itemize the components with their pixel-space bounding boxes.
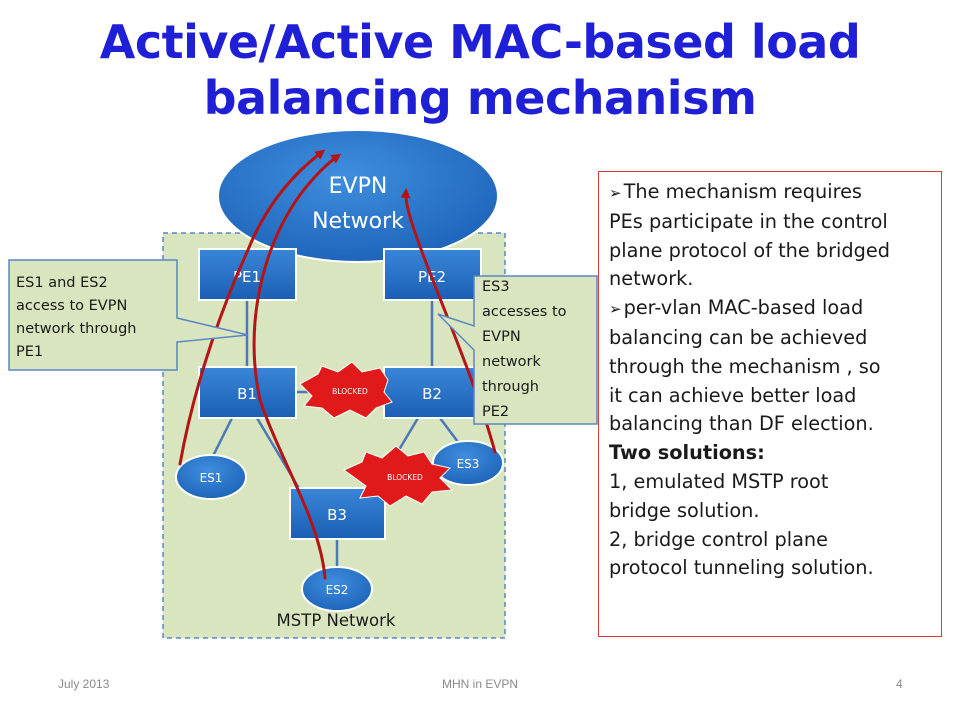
callout-right-line-1: ES3 (482, 279, 510, 295)
es2-node: ES2 (301, 566, 373, 612)
bullet-2-line-3: through the mechanism , so (609, 354, 881, 378)
bullet-2-line-5: balancing than DF election. (609, 412, 874, 436)
link-b1-es1 (211, 417, 234, 457)
es3-node: ES3 (432, 440, 504, 486)
solutions-heading: Two solutions: (609, 441, 765, 465)
callout-right-line-2: accesses to (482, 304, 567, 320)
bullet-1-line-2: PEs participate in the control (609, 209, 888, 233)
blocked-marker-b2-b3: BLOCKED (343, 445, 454, 507)
footer-date: July 2013 (58, 677, 110, 691)
bullet-1-line-3: plane protocol of the bridged (609, 238, 890, 262)
es1-access-path (178, 149, 326, 466)
solution-line-2: bridge solution. (609, 498, 760, 522)
bullet-arrow-icon: ➢ (609, 184, 622, 202)
bullet-1-line-1: The mechanism requires (623, 180, 862, 203)
evpn-network-cloud (217, 129, 499, 263)
bullet-2-line-2: balancing can be achieved (609, 325, 868, 349)
callout-left-line-3: network through (16, 321, 136, 337)
blocked-marker-b1-b2: BLOCKED (299, 361, 393, 419)
callout-right-line-6: PE2 (482, 404, 509, 420)
blocked-label-2: BLOCKED (387, 473, 423, 482)
b1-node: B1 (198, 366, 297, 419)
es1-label: ES1 (200, 471, 223, 485)
b2-label: B2 (422, 385, 442, 403)
solution-line-4: protocol tunneling solution. (609, 556, 874, 580)
callout-left-line-4: PE1 (16, 344, 43, 360)
callout-right-line-5: through (482, 379, 539, 395)
evpn-cloud-label-line-2: Network (312, 209, 404, 234)
explanation-box: ➢The mechanism requires PEs participate … (598, 171, 942, 637)
b3-node: B3 (289, 487, 386, 540)
solution-line-1: 1, emulated MSTP root (609, 469, 829, 493)
footer-page-number: 4 (896, 677, 903, 691)
callout-left-line-2: access to EVPN (16, 298, 127, 314)
bullet-arrow-icon: ➢ (609, 300, 622, 319)
callout-left-line-1: ES1 and ES2 (16, 275, 108, 291)
bullet-1: ➢The mechanism requires PEs participate … (609, 178, 933, 294)
b3-label: B3 (327, 506, 347, 524)
bullet-2-line-1: per-vlan MAC-based load (623, 296, 864, 320)
es3-label: ES3 (457, 457, 480, 471)
b2-node: B2 (383, 366, 482, 419)
evpn-cloud-label-line-1: EVPN (329, 174, 388, 199)
bullet-1-line-4: network. (609, 267, 694, 291)
mstp-network-label: MSTP Network (277, 611, 396, 630)
callout-right-line-4: network (482, 354, 541, 370)
pe2-node: PE2 (383, 248, 482, 301)
solution-line-3: 2, bridge control plane (609, 527, 828, 551)
callout-left: ES1 and ES2 access to EVPN network throu… (8, 259, 249, 371)
callout-right-line-3: EVPN (482, 329, 521, 345)
es1-node: ES1 (175, 454, 247, 500)
bullet-2-line-4: it can achieve better load (609, 383, 857, 407)
bullet-2: ➢per-vlan MAC-based load balancing can b… (609, 294, 933, 439)
slide-title: Active/Active MAC-based load balancing m… (0, 14, 960, 126)
link-b2-es3 (439, 417, 459, 443)
slide-title-line-1: Active/Active MAC-based load (99, 15, 861, 69)
pe1-node: PE1 (198, 248, 297, 301)
blocked-label-1: BLOCKED (332, 387, 368, 396)
es2-label: ES2 (326, 583, 349, 597)
b1-label: B1 (237, 385, 257, 403)
es2-access-path (252, 153, 342, 580)
pe1-label: PE1 (233, 268, 261, 286)
solutions-block: Two solutions: 1, emulated MSTP root bri… (609, 439, 933, 583)
callout-right: ES3 accesses to EVPN network through PE2 (437, 275, 598, 425)
footer-center: MHN in EVPN (441, 677, 518, 691)
slide-title-line-2: balancing mechanism (203, 71, 757, 125)
